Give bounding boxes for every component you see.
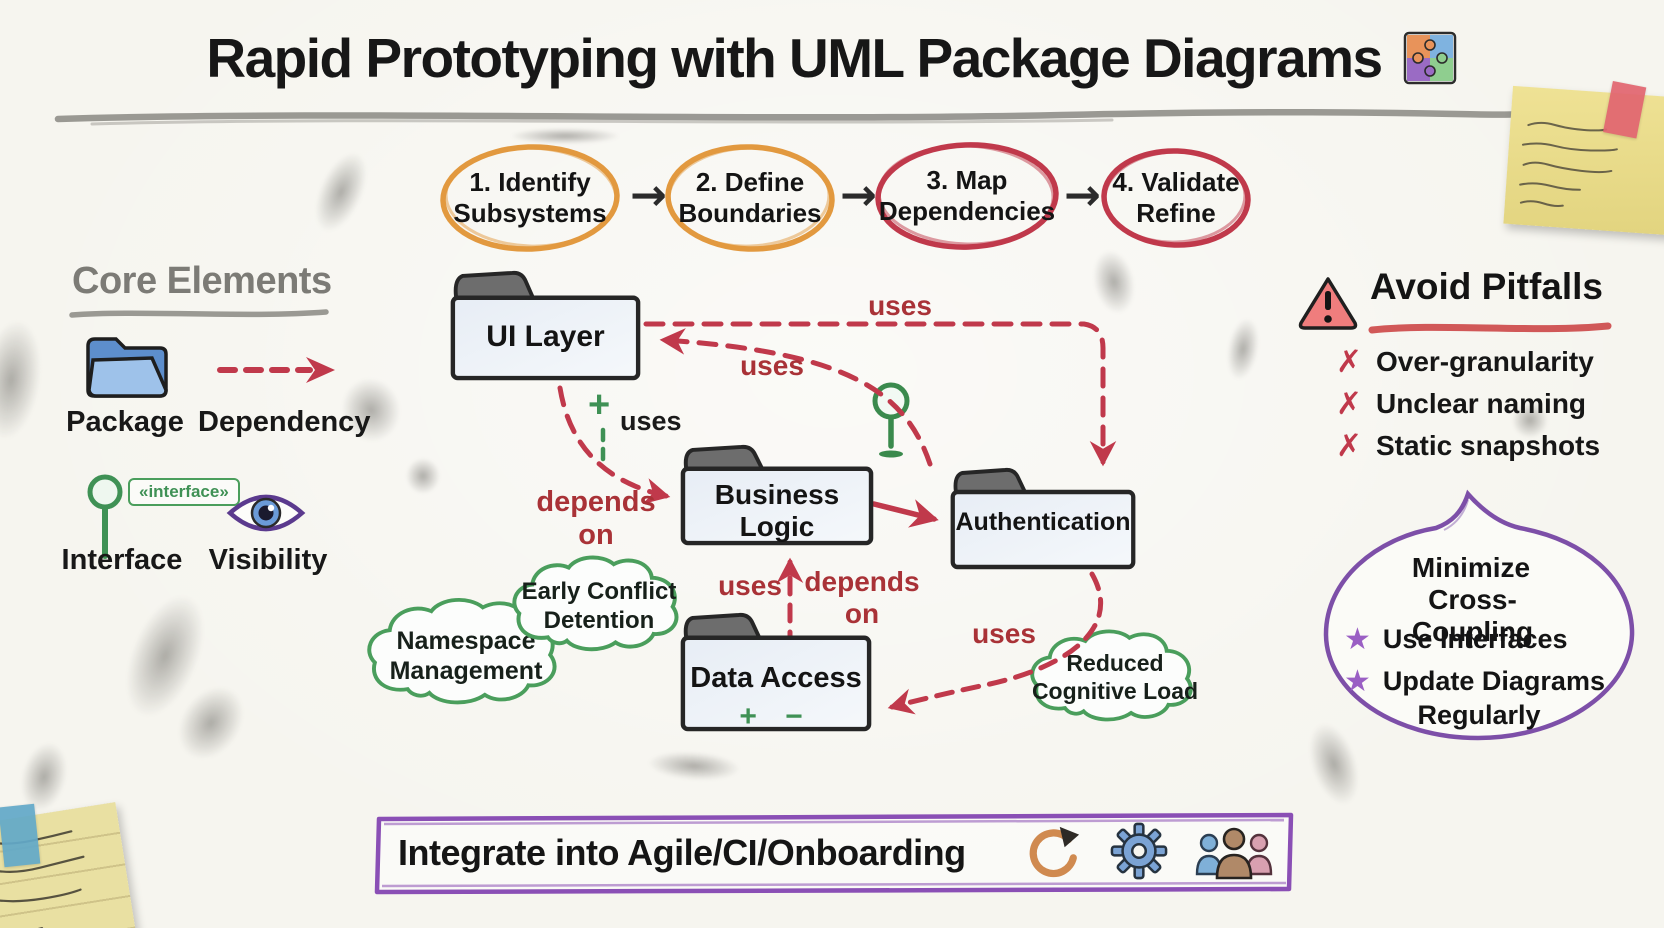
- integration-banner: Integrate into Agile/CI/Onboarding: [372, 810, 1297, 896]
- best-practice-text2: Regularly: [1417, 700, 1541, 730]
- step-oval: [440, 144, 620, 252]
- visibility-eye-icon: [226, 494, 306, 532]
- step-label: 3. Map: [926, 165, 1008, 196]
- core-elements-heading: Core Elements: [72, 260, 332, 302]
- page-title: Rapid Prototyping with UML Package Diagr…: [206, 27, 1383, 89]
- edge-label-depends-on: depends on: [536, 486, 656, 551]
- page-title-row: Rapid Prototyping with UML Package Diagr…: [0, 26, 1664, 90]
- edge-label-uses: uses: [868, 290, 932, 321]
- note-scribbles: [1519, 121, 1618, 208]
- edge-business-to-auth: [871, 499, 939, 528]
- package-shape: [450, 270, 641, 381]
- cloud-label: Reduced: [1066, 650, 1164, 676]
- package-shape: [950, 467, 1136, 570]
- edge-ui-dependson-business: [557, 385, 671, 505]
- refresh-icon: [1029, 826, 1080, 878]
- pencil-smudge: [1512, 402, 1548, 438]
- package-name: Data Access: [690, 662, 862, 694]
- edge-label-depends-on: depends on: [804, 566, 920, 629]
- pencil-smudge: [406, 458, 440, 494]
- flow-arrow-icon: →: [1064, 170, 1101, 221]
- visibility-label: Visibility: [208, 544, 328, 576]
- x-mark-icon: ✗: [1336, 385, 1362, 422]
- edge-label-uses: uses: [972, 618, 1036, 649]
- cloud-shape: [512, 555, 679, 652]
- dependency-label: Dependency: [198, 406, 371, 438]
- best-practice-item: ★ Use Interfaces: [1344, 624, 1568, 655]
- pencil-smudge: [0, 316, 49, 444]
- star-icon: ★: [1344, 621, 1371, 657]
- package-name: Business Logic: [714, 479, 840, 542]
- package-shape: [680, 612, 872, 732]
- interface-lollipop-icon: [87, 474, 123, 559]
- pencil-smudge: [1222, 315, 1264, 383]
- dependency-arrow-icon: [217, 357, 335, 383]
- team-icon: [1195, 827, 1273, 880]
- interface-label: Interface: [61, 544, 183, 576]
- best-practices-bubble: [1323, 489, 1635, 741]
- package-folder-icon: [86, 337, 168, 398]
- best-practice-text: Use Interfaces: [1382, 624, 1568, 654]
- step-oval: [875, 142, 1059, 250]
- cloud-label: Namespace: [396, 627, 536, 655]
- edge-label-uses: uses: [718, 570, 782, 601]
- banner-text: Integrate into Agile/CI/Onboarding: [398, 832, 966, 873]
- pencil-smudge: [647, 748, 741, 784]
- pitfall-text: Static snapshots: [1375, 430, 1601, 461]
- package-authentication: Authentication: [948, 466, 1138, 572]
- sticky-note: [0, 802, 139, 928]
- tape-strip: [0, 803, 41, 868]
- x-mark-icon: ✗: [1336, 343, 1362, 380]
- cloud-label: Early Conflict: [521, 578, 677, 605]
- step-label: 4. Validate: [1112, 167, 1240, 198]
- best-practices-title2: Cross-Coupling: [1411, 584, 1534, 648]
- package-name: Authentication: [955, 508, 1131, 536]
- pitfalls-list: ✗ Over-granularity ✗ Unclear naming ✗ Stati…: [1336, 346, 1600, 462]
- visibility-markers: + −: [739, 700, 813, 733]
- core-elements-underline: [69, 309, 329, 318]
- package-name: UI Layer: [486, 320, 605, 353]
- pitfall-item: ✗ Unclear naming: [1336, 388, 1600, 420]
- pencil-smudge: [304, 145, 378, 239]
- x-mark-icon: ✗: [1336, 427, 1362, 464]
- pitfall-item: ✗ Static snapshots: [1336, 430, 1600, 462]
- best-practices-title: Minimize: [1411, 552, 1531, 583]
- pitfalls-heading: Avoid Pitfalls: [1370, 266, 1604, 307]
- gear-icon: [1110, 822, 1168, 880]
- cloud-namespace-management: Namespace Management: [362, 596, 570, 710]
- step-oval: [1101, 148, 1251, 248]
- package-business-logic: Business Logic: [678, 443, 876, 548]
- cloud-reduced-cognitive-load: Reduced Cognitive Load: [1026, 628, 1204, 726]
- step-label: 2. Define: [695, 167, 805, 198]
- title-underline: [54, 109, 1528, 126]
- interface-badge: «interface»: [128, 478, 240, 506]
- cloud-early-conflict-detention: Early Conflict Detention: [508, 554, 690, 656]
- step-oval: [665, 144, 835, 252]
- edge-label-uses: uses: [740, 350, 804, 381]
- visibility-plus-marker: +: [588, 384, 611, 426]
- flow-arrow-icon: →: [630, 170, 667, 221]
- best-practice-item: ★ Update Diagrams: [1344, 666, 1605, 697]
- pitfalls-underline: [1368, 322, 1612, 334]
- package-data-access: Data Access + −: [678, 610, 874, 735]
- step-label: 1. Identify: [469, 167, 591, 198]
- pencil-smudge: [510, 128, 620, 144]
- sticky-note: [1503, 80, 1664, 237]
- pitfall-text: Over-granularity: [1375, 346, 1594, 377]
- warning-triangle-icon: [1298, 277, 1358, 330]
- pencil-smudge: [1087, 246, 1141, 318]
- best-practice-text: Update Diagrams: [1382, 666, 1605, 696]
- star-icon: ★: [1344, 663, 1371, 699]
- package-label: Package: [66, 406, 184, 438]
- edge-label-uses: uses: [620, 406, 682, 436]
- pitfall-item: ✗ Over-granularity: [1336, 346, 1600, 378]
- flow-arrow-icon: →: [840, 170, 877, 221]
- puzzle-icon: [1403, 31, 1456, 85]
- pitfall-text: Unclear naming: [1375, 388, 1587, 419]
- package-ui-layer: UI Layer: [448, 268, 643, 383]
